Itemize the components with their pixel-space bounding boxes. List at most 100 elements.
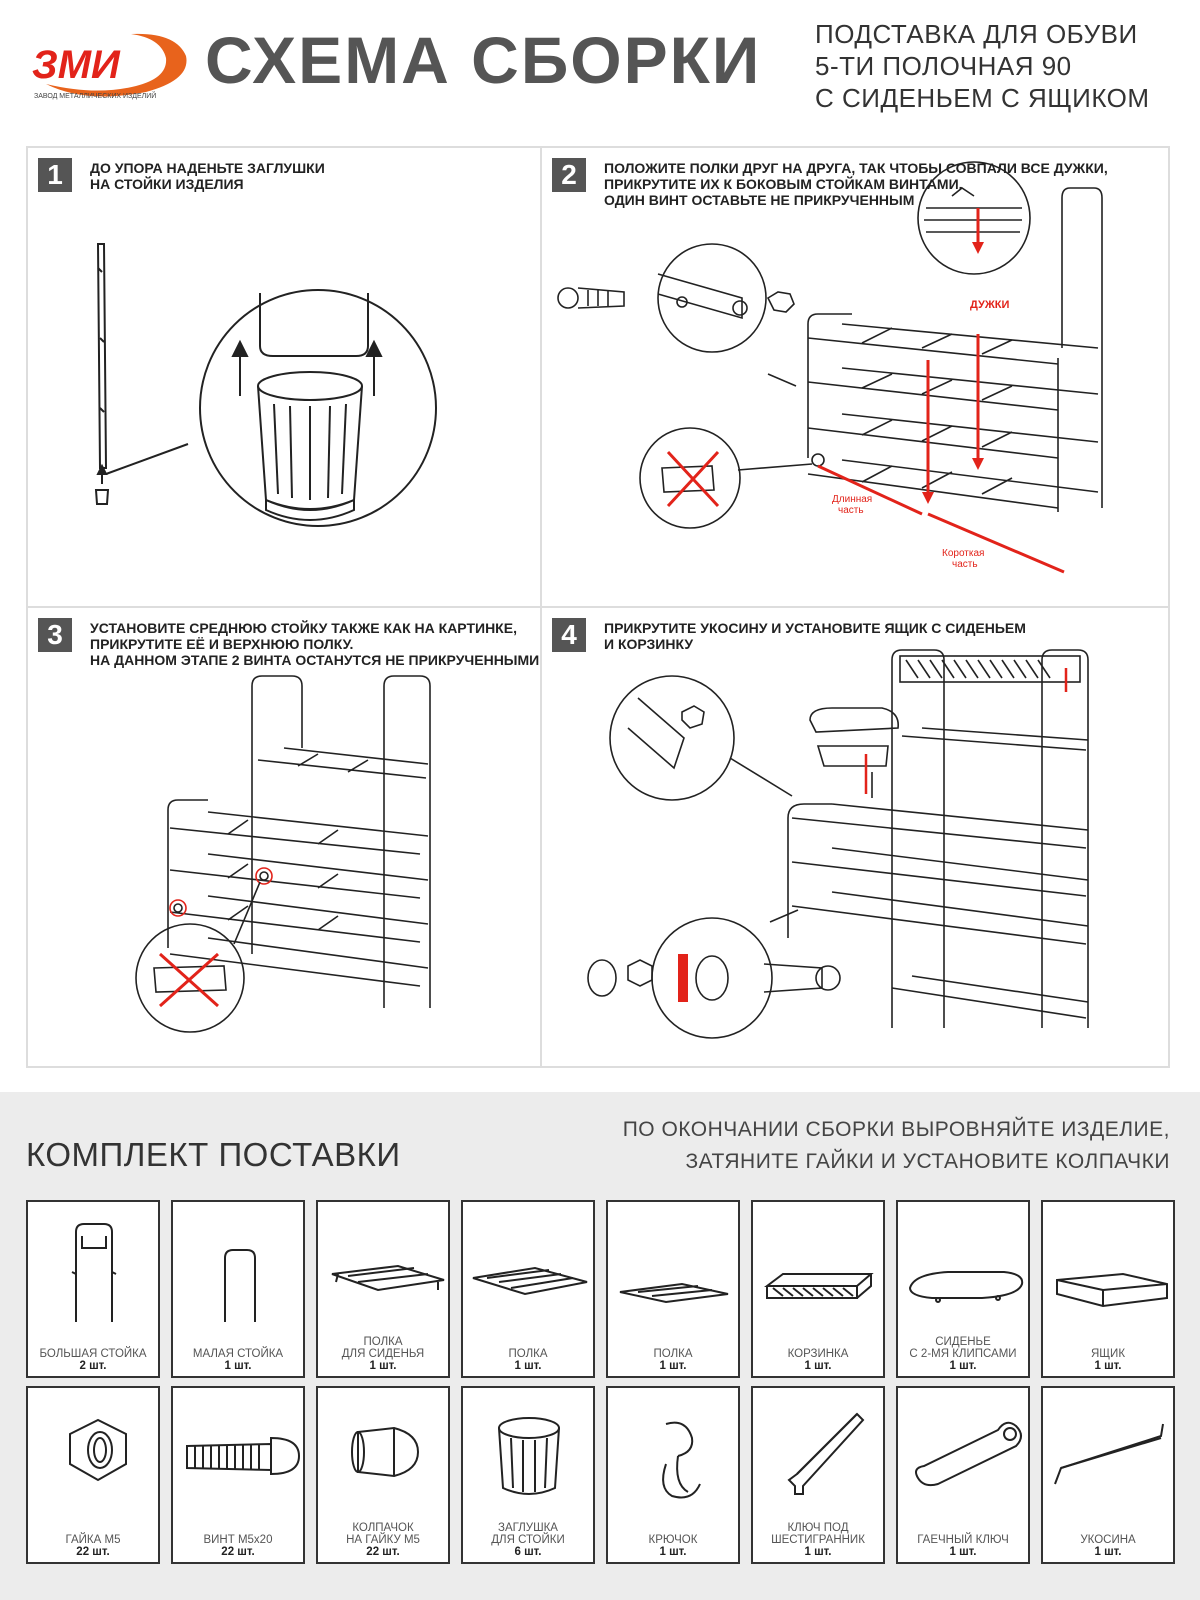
product-line: ПОДСТАВКА ДЛЯ ОБУВИ [815,19,1138,49]
step-3-illustration [135,675,431,1033]
product-line: С СИДЕНЬЕМ С ЯЩИКОМ [815,83,1150,113]
kit-item-name-line: С 2-МЯ КЛИПСАМИ [909,1348,1017,1360]
kit-item-qty: 22 шт. [221,1546,255,1558]
final-note-line: ЗАТЯНИТЕ ГАЙКИ И УСТАНОВИТЕ КОЛПАЧКИ [685,1150,1170,1173]
kit-item-name-line: НА ГАЙКУ М5 [346,1534,420,1546]
kit-item-name: ПОЛКА [608,1348,738,1360]
flat-shelf-icon [619,1282,729,1304]
kit-item-name-line: КЛЮЧ ПОД [787,1522,849,1534]
kit-item-qty: 1 шт. [659,1546,687,1558]
kit-item-qty: 1 шт. [1094,1360,1122,1372]
kit-item-name-line: КОРЗИНКА [787,1348,849,1360]
kit-item-qty: 1 шт. [804,1360,832,1372]
instruction-line: ПРИКРУТИТЕ ЕЁ И ВЕРХНЮЮ ПОЛКУ. [90,636,354,652]
kit-item-name-line: ДЛЯ СТОЙКИ [491,1534,565,1546]
short-part-label: Короткая [942,548,984,559]
nut-icon [69,1418,127,1482]
kit-item-name-line: ГАЙКА М5 [65,1534,121,1546]
kit-item-name-line: ВИНТ М5х20 [203,1534,273,1546]
logo-text: ЗМИ [32,43,121,87]
kit-item-qty: 1 шт. [804,1546,832,1558]
kit-item-name-line: ПОЛКА [363,1336,403,1348]
seat-icon [908,1271,1024,1303]
step-instruction: УСТАНОВИТЕ СРЕДНЮЮ СТОЙКУ ТАКЖЕ КАК НА К… [90,620,539,668]
instruction-line: ПРИКРУТИТЕ УКОСИНУ И УСТАНОВИТЕ ЯЩИК С С… [604,620,1026,636]
cap-icon [351,1426,420,1478]
kit-item-qty: 22 шт. [76,1546,110,1558]
long-part-label: часть [838,505,864,516]
kit-item-qty: 1 шт. [949,1360,977,1372]
step-4-panel: 4 ПРИКРУТИТЕ УКОСИНУ И УСТАНОВИТЕ ЯЩИК С… [542,608,1168,1066]
step-4-illustration [587,649,1089,1039]
plug-icon [498,1417,560,1495]
hex-key-icon [787,1412,865,1495]
product-title: ПОДСТАВКА ДЛЯ ОБУВИ 5-ТИ ПОЛОЧНАЯ 90 С С… [815,18,1150,114]
kit-item-qty: 1 шт. [949,1546,977,1558]
big-post-icon [71,1223,117,1322]
step-instruction: ПРИКРУТИТЕ УКОСИНУ И УСТАНОВИТЕ ЯЩИК С С… [604,620,1026,652]
instruction-line: И КОРЗИНКУ [604,636,694,652]
step-instruction: ПОЛОЖИТЕ ПОЛКИ ДРУГ НА ДРУГА, ТАК ЧТОБЫ … [604,160,1108,208]
screw-icon [186,1436,301,1476]
hook-icon [662,1421,701,1499]
step-1-panel: 1 ДО УПОРА НАДЕНЬТЕ ЗАГЛУШКИ НА СТОЙКИ И… [28,148,542,608]
assembly-steps: 1 ДО УПОРА НАДЕНЬТЕ ЗАГЛУШКИ НА СТОЙКИ И… [26,146,1170,1068]
kit-item-name-line: ГАЕЧНЫЙ КЛЮЧ [917,1534,1009,1546]
kit-item-name-line: МАЛАЯ СТОЙКА [192,1348,284,1360]
step-number: 2 [552,158,586,192]
step-number: 3 [38,618,72,652]
kit-item-name-line: ПОЛКА [508,1348,548,1360]
seat-shelf-icon [331,1264,445,1292]
instruction-line: ПОЛОЖИТЕ ПОЛКИ ДРУГ НА ДРУГА, ТАК ЧТОБЫ … [604,160,1108,176]
kit-title: КОМПЛЕКТ ПОСТАВКИ [26,1136,401,1173]
shelf-icon [472,1266,588,1296]
kit-item-qty: 1 шт. [224,1360,252,1372]
kit-item-qty: 1 шт. [514,1360,542,1372]
kit-item-name: БОЛЬШАЯ СТОЙКА [28,1348,158,1360]
kit-section: КОМПЛЕКТ ПОСТАВКИ ПО ОКОНЧАНИИ СБОРКИ ВЫ… [0,1092,1200,1600]
page-title: СХЕМА СБОРКИ [205,23,762,97]
product-line: 5-ТИ ПОЛОЧНАЯ 90 [815,51,1072,81]
instruction-line: ОДИН ВИНТ ОСТАВЬТЕ НЕ ПРИКРУЧЕННЫМ [604,192,915,208]
instruction-line: НА ДАННОМ ЭТАПЕ 2 ВИНТА ОСТАНУТСЯ НЕ ПРИ… [90,652,540,668]
kit-item-name-line: ДЛЯ СИДЕНЬЯ [341,1348,425,1360]
kit-item-name-line: УКОСИНА [1080,1534,1136,1546]
kit-item-qty: 1 шт. [659,1360,687,1372]
header: ЗМИ ЗАВОД МЕТАЛЛИЧЕСКИХ ИЗДЕЛИЙ СХЕМА СБ… [0,0,1200,130]
final-note: ПО ОКОНЧАНИИ СБОРКИ ВЫРОВНЯЙТЕ ИЗДЕЛИЕ, … [623,1114,1170,1178]
small-post-icon [224,1249,256,1322]
kit-item-name-line: ШЕСТИГРАННИК [771,1534,865,1546]
zmi-logo: ЗМИ ЗАВОД МЕТАЛЛИЧЕСКИХ ИЗДЕЛИЙ [32,33,187,100]
arches-label: ДУЖКИ [970,299,1009,311]
wrench-icon [915,1421,1022,1487]
kit-item-name: УКОСИНА [1043,1534,1173,1546]
kit-item-name: ГАЕЧНЫЙ КЛЮЧ [898,1534,1028,1546]
kit-item-name-line: КРЮЧОК [648,1534,698,1546]
basket-icon [764,1273,874,1299]
kit-item-name-line: КОЛПАЧОК [352,1522,414,1534]
kit-item-name-line: ЯЩИК [1090,1348,1126,1360]
drawer-icon [1056,1272,1168,1308]
kit-item-name-line: СИДЕНЬЕ [935,1336,991,1348]
kit-item-qty: 6 шт. [514,1546,542,1558]
kit-item-name: ВИНТ М5х20 [173,1534,303,1546]
step-1-illustration [94,243,437,527]
step-number: 4 [552,618,586,652]
kit-item-name: ПОЛКА [463,1348,593,1360]
